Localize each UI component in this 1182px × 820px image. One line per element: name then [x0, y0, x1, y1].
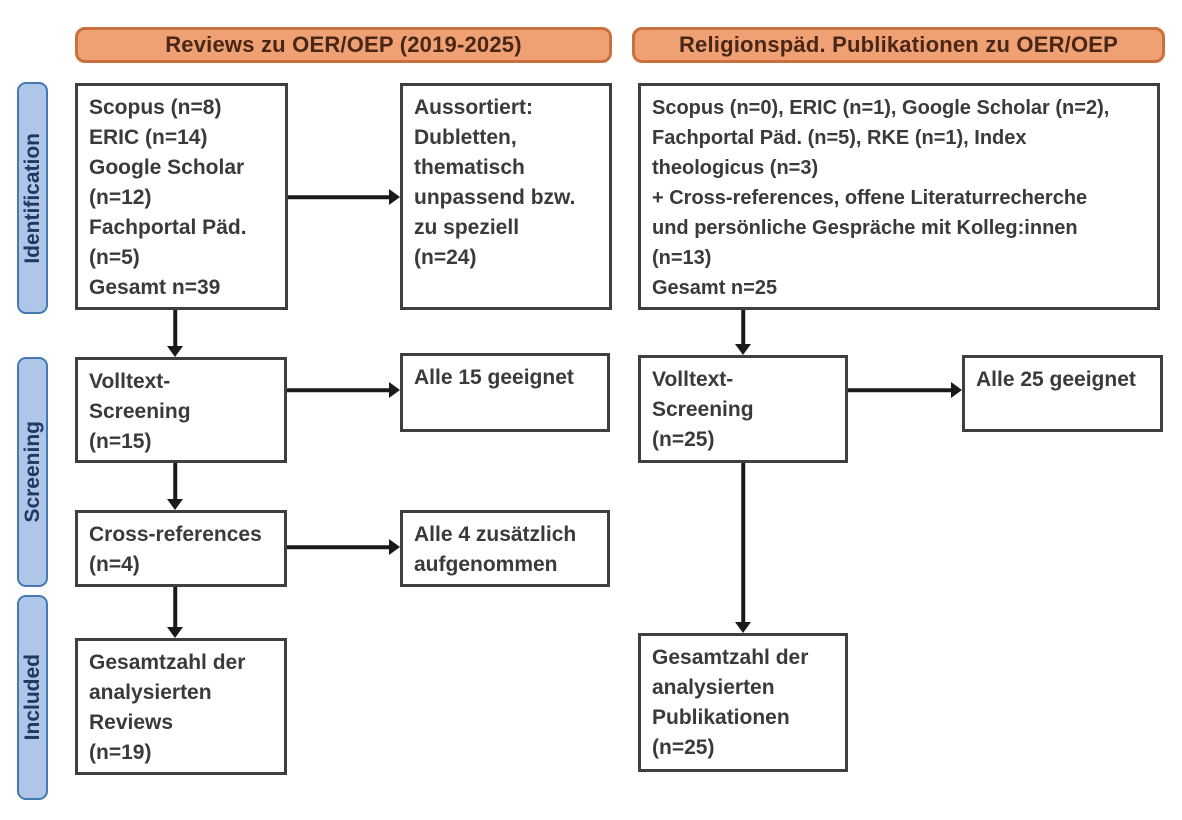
box-right-sources: Scopus (n=0), ERIC (n=1), Google Scholar… [638, 83, 1160, 310]
arrow-right-fulltext-to-result [848, 382, 962, 398]
box-right-fulltext-result: Alle 25 geeignet [962, 355, 1163, 432]
arrow-left-crossref-to-included [167, 587, 183, 638]
column-header-religionspaed: Religionspäd. Publikationen zu OER/OEP [632, 27, 1165, 63]
arrow-left-sources-to-excluded [288, 189, 400, 205]
box-left-excluded: Aussortiert: Dubletten, thematisch unpas… [400, 83, 612, 310]
column-header-reviews: Reviews zu OER/OEP (2019-2025) [75, 27, 612, 63]
box-right-included-total: Gesamtzahl der analysierten Publikatione… [638, 633, 848, 772]
arrow-right-fulltext-to-included [735, 463, 751, 633]
box-left-included-total: Gesamtzahl der analysierten Reviews (n=1… [75, 638, 287, 775]
box-right-fulltext-screening: Volltext- Screening (n=25) [638, 355, 848, 463]
box-left-crossreferences: Cross-references (n=4) [75, 510, 287, 587]
stage-identification: Identification [17, 82, 48, 314]
arrow-right-sources-to-fulltext [735, 310, 751, 355]
stage-included: Included [17, 595, 48, 800]
box-left-fulltext-result: Alle 15 geeignet [400, 353, 610, 432]
arrow-left-fulltext-to-result [287, 382, 400, 398]
stage-identification-label: Identification [20, 132, 44, 264]
box-left-crossref-result: Alle 4 zusätzlich aufgenommen [400, 510, 610, 587]
arrow-left-crossref-to-result [287, 539, 400, 555]
box-left-fulltext-screening: Volltext- Screening (n=15) [75, 357, 287, 463]
arrow-left-fulltext-to-crossref [167, 463, 183, 510]
arrow-left-sources-to-fulltext [167, 310, 183, 357]
stage-included-label: Included [20, 654, 44, 741]
stage-screening-label: Screening [20, 421, 44, 523]
box-left-sources: Scopus (n=8) ERIC (n=14) Google Scholar … [75, 83, 288, 310]
stage-screening: Screening [17, 357, 48, 587]
